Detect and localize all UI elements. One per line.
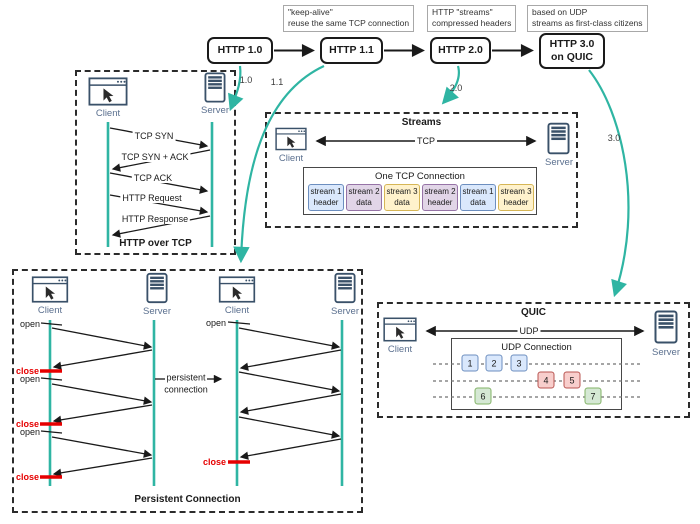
panel-title-http-over-tcp: HTTP over TCP xyxy=(119,238,192,249)
server-icon xyxy=(334,272,356,304)
chip-line2: data xyxy=(394,197,410,207)
chip-line1: stream 2 xyxy=(348,187,380,197)
callout-label-3-0: 3.0 xyxy=(607,133,621,143)
quic-packet-3: 3 xyxy=(510,354,528,372)
client-quic: Client xyxy=(383,317,417,355)
chip-stream-1-header: stream 1 header xyxy=(308,184,344,211)
client-label: Client xyxy=(387,344,413,355)
chip-line1: stream 1 xyxy=(462,187,494,197)
server-label: Server xyxy=(331,306,359,317)
open-label: open xyxy=(19,319,40,329)
quic-packet-4: 4 xyxy=(537,371,555,389)
chip-line2: header xyxy=(503,197,529,207)
message-tcp-syn-ack: TCP SYN + ACK xyxy=(119,152,191,162)
udp-connection-title: UDP Connection xyxy=(501,342,572,353)
client-persistent-left: Client xyxy=(31,276,69,316)
quic-packet-7: 7 xyxy=(584,387,602,405)
callout-label-2-0: 2.0 xyxy=(449,83,463,93)
server-persistent-left: Server xyxy=(143,272,171,317)
server-streams: Server xyxy=(545,122,573,168)
quic-packet-2: 2 xyxy=(485,354,503,372)
open-label: open xyxy=(19,427,40,437)
annotation-udp: based on UDP streams as first-class citi… xyxy=(527,5,648,32)
chip-line1: stream 2 xyxy=(424,187,456,197)
callout-label-1-0: 1.0 xyxy=(239,75,253,85)
client-label: Client xyxy=(37,305,63,316)
chip-stream-3-header: stream 3 header xyxy=(498,184,534,211)
annotation-line: streams as first-class citizens xyxy=(532,18,643,29)
server-icon xyxy=(204,72,226,103)
panel-title-streams: Streams xyxy=(401,117,442,128)
server-a: Server xyxy=(201,72,229,116)
server-label: Server xyxy=(201,105,229,116)
client-label: Client xyxy=(224,305,250,316)
client-icon xyxy=(383,317,417,342)
panel-title-persistent: Persistent Connection xyxy=(134,494,241,505)
client-a: Client xyxy=(88,77,128,119)
chip-stream-1-data: stream 1 data xyxy=(460,184,496,211)
transport-label-udp: UDP xyxy=(517,326,541,336)
server-label: Server xyxy=(652,347,680,358)
annotation-line: reuse the same TCP connection xyxy=(288,18,410,29)
message-http-response: HTTP Response xyxy=(119,214,191,224)
close-label: close xyxy=(202,457,226,467)
quic-packet-6: 6 xyxy=(474,387,492,405)
server-persistent-right: Server xyxy=(331,272,359,317)
chip-line2: header xyxy=(427,197,453,207)
client-icon xyxy=(218,276,256,303)
annotation-line: compressed headers xyxy=(432,18,512,29)
node-http-1-0: HTTP 1.0 xyxy=(207,37,273,64)
client-label: Client xyxy=(95,108,121,119)
transition-line1: persistent xyxy=(166,372,206,383)
client-persistent-right: Client xyxy=(218,276,256,316)
node-http-1-1: HTTP 1.1 xyxy=(320,37,383,64)
client-icon xyxy=(31,276,69,303)
callout-label-1-1: 1.1 xyxy=(270,77,284,87)
chip-line2: data xyxy=(356,197,372,207)
chip-stream-2-header: stream 2 header xyxy=(422,184,458,211)
annotation-keep-alive: "keep-alive" reuse the same TCP connecti… xyxy=(283,5,415,32)
chip-stream-2-data: stream 2 data xyxy=(346,184,382,211)
server-icon xyxy=(547,122,570,155)
chip-line1: stream 1 xyxy=(310,187,342,197)
server-label: Server xyxy=(545,157,573,168)
message-tcp-syn: TCP SYN xyxy=(132,131,176,141)
annotation-line: based on UDP xyxy=(532,7,588,17)
chip-line1: stream 3 xyxy=(500,187,532,197)
transport-label-tcp: TCP xyxy=(415,136,437,146)
one-tcp-connection-title: One TCP Connection xyxy=(375,171,465,182)
open-label: open xyxy=(205,318,226,328)
server-icon xyxy=(654,309,678,345)
chip-line2: header xyxy=(313,197,339,207)
server-icon xyxy=(146,272,168,304)
chip-stream-3-data: stream 3 data xyxy=(384,184,420,211)
client-streams: Client xyxy=(275,127,307,164)
message-http-request: HTTP Request xyxy=(120,193,184,203)
client-icon xyxy=(275,127,307,151)
open-label: open xyxy=(19,374,40,384)
message-tcp-ack: TCP ACK xyxy=(131,173,175,183)
chip-line2: data xyxy=(470,197,486,207)
transition-line2: connection xyxy=(164,384,208,394)
connector-3-0 xyxy=(588,69,630,298)
stream-chip-row: stream 1 header stream 2 data stream 3 d… xyxy=(308,184,534,211)
chip-line1: stream 3 xyxy=(386,187,418,197)
close-label: close xyxy=(15,472,39,482)
close-label: close xyxy=(15,419,39,429)
server-quic: Server xyxy=(652,309,680,358)
annotation-line: HTTP "streams" xyxy=(432,7,493,17)
client-label: Client xyxy=(278,153,304,164)
node-http-2-0: HTTP 2.0 xyxy=(430,37,491,64)
close-label: close xyxy=(15,366,39,376)
quic-packet-1: 1 xyxy=(461,354,479,372)
server-label: Server xyxy=(143,306,171,317)
annotation-line: "keep-alive" xyxy=(288,7,333,17)
quic-packet-5: 5 xyxy=(563,371,581,389)
node-http-3-0: HTTP 3.0 on QUIC xyxy=(539,33,605,69)
panel-title-quic: QUIC xyxy=(521,307,546,318)
annotation-streams: HTTP "streams" compressed headers xyxy=(427,5,517,32)
client-icon xyxy=(88,77,128,106)
persistent-transition-label: persistent connection xyxy=(164,372,208,395)
